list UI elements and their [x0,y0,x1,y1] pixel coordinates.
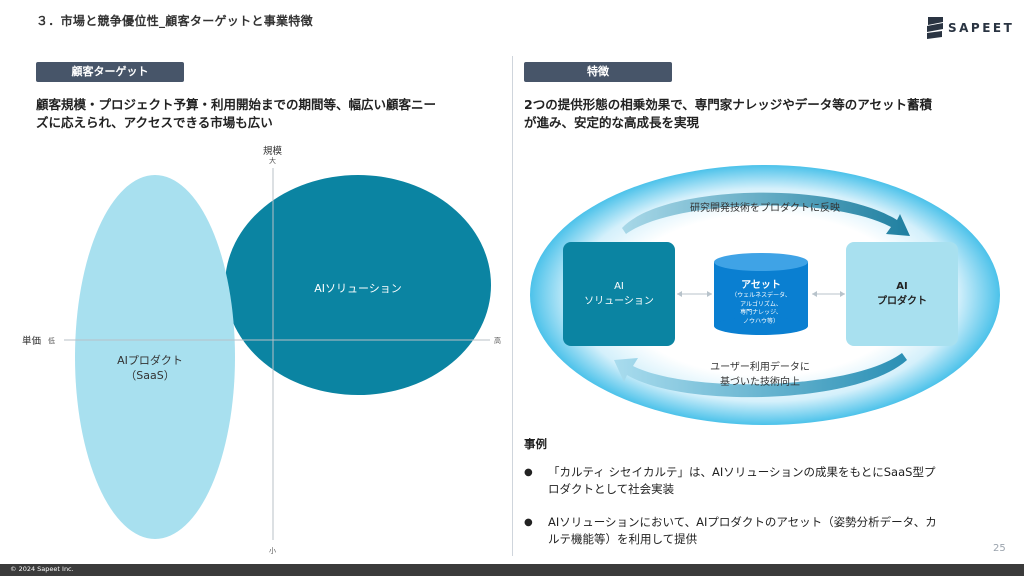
positioning-chart [64,168,491,540]
cases-title: 事例 [524,437,547,451]
logo: SAPEET [926,16,1014,40]
synergy-diagram [530,165,1000,425]
asset-text: アセット （ウェルネスデータ、 アルゴリズム、 専門ナレッジ、 ノウハウ等） [714,279,808,326]
case-2-line2: ルテ機能等）を利用して提供 [548,532,698,546]
bottom-cycle-arrow [614,353,907,398]
product-label: AIプロダクト （SaaS） [90,353,210,383]
case-2-line1: AIソリューションにおいて、AIプロダクトのアセット（姿勢分析データ、カ [548,515,937,529]
asset-line4: ノウハウ等） [742,317,779,325]
solution-box: AI ソリューション [563,242,675,346]
bottom-arrow-label: ユーザー利用データに 基づいた技術向上 [670,360,850,390]
y-axis-label: 規模 [263,146,283,157]
section-header-customer-target: 顧客ターゲット [36,62,184,82]
case-item: ● AIソリューションにおいて、AIプロダクトのアセット（姿勢分析データ、カ ル… [524,514,994,548]
bullet-icon: ● [524,467,533,478]
left-heading-line2: ズに応えられ、アクセスできる市場も広い [36,115,273,130]
case-1-line2: ロダクトとして社会実装 [548,482,675,496]
top-arrow-label: 研究開発技術をプロダクトに反映 [690,203,840,214]
logo-text: SAPEET [948,21,1015,35]
right-heading-line1: 2つの提供形態の相乗効果で、専門家ナレッジやデータ等のアセット蓄積 [524,97,932,112]
product-label-line1: AIプロダクト [117,354,183,367]
cases-list: ● 「カルティ シセイカルテ」は、AIソリューションの成果をもとにSaaS型プ … [524,464,994,548]
solution-box-line2: ソリューション [584,296,654,307]
asset-line1: （ウェルネスデータ、 [731,292,791,299]
right-heading: 2つの提供形態の相乗効果で、専門家ナレッジやデータ等のアセット蓄積 が進み、安定… [524,96,994,132]
product-box-line2: プロダクト [877,296,927,307]
asset-line3: 専門ナレッジ、 [740,309,782,316]
left-heading-line1: 顧客規模・プロジェクト予算・利用開始までの期間等、幅広い顧客ニー [36,97,437,112]
product-ellipse [75,175,235,539]
x-axis-right: 高 [494,337,501,345]
page-number: 25 [993,543,1006,554]
bottom-arrow-line2: 基づいた技術向上 [720,377,800,388]
left-heading: 顧客規模・プロジェクト予算・利用開始までの期間等、幅広い顧客ニー ズに応えられ、… [36,96,506,132]
asset-line2: アルゴリズム、 [740,300,782,308]
case-item: ● 「カルティ シセイカルテ」は、AIソリューションの成果をもとにSaaS型プ … [524,464,994,498]
asset-database-icon [714,253,808,335]
product-box-line1: AI [896,281,908,292]
top-cycle-arrow [622,192,910,236]
page-title: ３．市場と競争優位性_顧客ターゲットと事業特徴 [36,14,313,28]
x-axis-left: 低 [48,337,55,345]
footer-bar [0,564,1024,576]
solution-box-line1: AI [614,281,624,292]
product-box: AI プロダクト [846,242,958,346]
y-axis-bottom: 小 [269,547,276,555]
sapeet-logo-icon [927,17,943,39]
bottom-arrow-line1: ユーザー利用データに [710,362,810,373]
copyright: © 2024 Sapeet Inc. [10,565,74,573]
section-header-features: 特徴 [524,62,672,82]
product-label-line2: （SaaS） [125,369,175,382]
bullet-icon: ● [524,517,533,528]
case-1-line1: 「カルティ シセイカルテ」は、AIソリューションの成果をもとにSaaS型プ [548,465,936,479]
solution-label: AIソリューション [314,282,402,295]
right-heading-line2: が進み、安定的な高成長を実現 [524,115,700,130]
x-axis-label: 単価 [22,336,42,347]
asset-title: アセット [741,280,781,291]
y-axis-top: 大 [269,157,276,165]
column-divider [512,56,513,556]
